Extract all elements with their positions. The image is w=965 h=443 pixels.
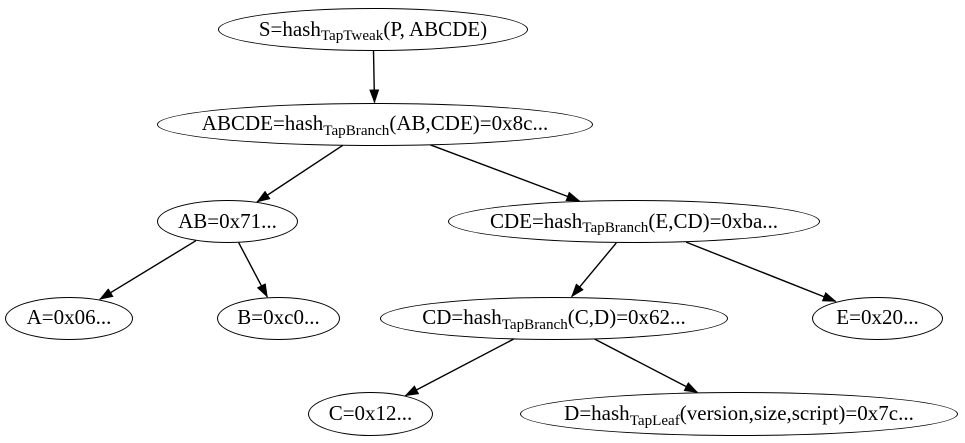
edge-ABCDE-AB [256, 144, 344, 203]
node-label-subscript: TapBranch [501, 316, 568, 333]
node-S: S=hashTapTweak(P, ABCDE) [218, 8, 528, 51]
node-label: E=0x20... [836, 307, 918, 328]
node-label-rest: (C,D)=0x62... [567, 305, 686, 330]
node-ABCDE: ABCDE=hashTapBranch(AB,CDE)=0x8c... [157, 102, 593, 146]
edge-AB-B [238, 242, 268, 298]
node-label-main: ABCDE=hash [201, 111, 324, 136]
node-label: CD=hashTapBranch(C,D)=0x62... [422, 305, 686, 332]
node-label-main: B=0xc0... [237, 305, 320, 330]
node-label: A=0x06... [27, 307, 112, 328]
node-label-main: A=0x06... [26, 305, 112, 330]
edge-CDE-CD [571, 242, 617, 298]
node-label-subscript: TapLeaf [629, 412, 680, 429]
node-label: CDE=hashTapBranch(E,CD)=0xba... [489, 208, 779, 235]
node-CD: CD=hashTapBranch(C,D)=0x62... [380, 296, 728, 340]
node-label: ABCDE=hashTapBranch(AB,CDE)=0x8c... [201, 111, 549, 138]
node-B: B=0xc0... [217, 296, 340, 340]
node-label-rest: (version,size,script)=0x7c... [679, 401, 914, 426]
node-C: C=0x12... [308, 392, 433, 436]
node-label-main: CD=hash [422, 305, 502, 330]
node-label-rest: (E,CD)=0xba... [648, 208, 779, 233]
node-CDE: CDE=hashTapBranch(E,CD)=0xba... [448, 200, 820, 243]
node-label-subscript: TapBranch [323, 122, 390, 139]
node-label-rest: (AB,CDE)=0x8c... [389, 111, 549, 136]
node-label-main: C=0x12... [328, 401, 413, 426]
node-label: AB=0x71... [178, 208, 277, 233]
edge-CDE-E [685, 241, 837, 303]
node-label-main: AB=0x71... [178, 208, 277, 233]
node-label: S=hashTapTweak(P, ABCDE) [258, 16, 488, 43]
edge-ABCDE-CDE [429, 144, 581, 202]
node-label-rest: (P, ABCDE) [383, 16, 488, 41]
node-label-main: D=hash [564, 401, 630, 426]
node-label-subscript: TapTweak [320, 28, 384, 45]
node-label: C=0x12... [329, 403, 413, 424]
edge-CD-C [404, 338, 515, 397]
node-label-main: E=0x20... [836, 305, 919, 330]
node-AB: AB=0x71... [157, 200, 298, 243]
node-label: D=hashTapLeaf(version,size,script)=0x7c.… [564, 401, 914, 428]
node-label-subscript: TapBranch [582, 220, 649, 237]
edge-CD-D [593, 338, 699, 394]
edge-AB-A [99, 240, 197, 300]
node-label: B=0xc0... [237, 307, 319, 328]
node-label-main: S=hash [258, 16, 321, 41]
node-D: D=hashTapLeaf(version,size,script)=0x7c.… [520, 392, 958, 436]
node-label-main: CDE=hash [489, 208, 583, 233]
node-E: E=0x20... [812, 296, 943, 340]
edge-S-ABCDE [369, 50, 380, 104]
node-A: A=0x06... [5, 296, 133, 340]
